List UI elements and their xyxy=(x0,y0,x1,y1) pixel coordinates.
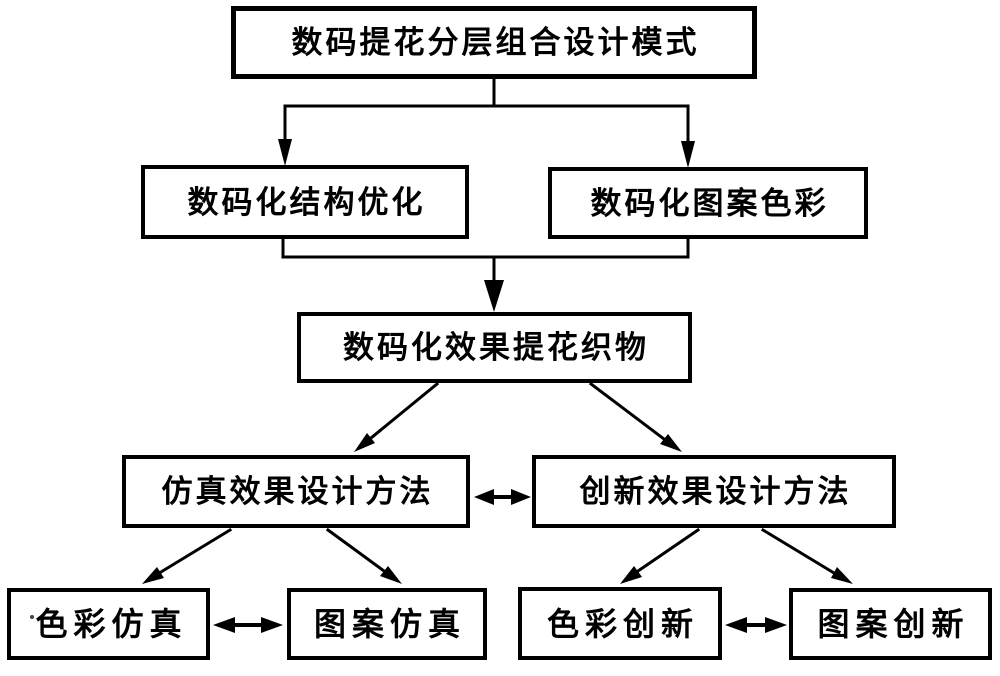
node-pattern-color-label: 数码化图案色彩 xyxy=(590,185,829,221)
arrowhead-icon xyxy=(380,566,402,584)
node-pattern-simulation: 图案仿真 xyxy=(287,588,487,660)
arrowhead-left-icon xyxy=(474,489,494,505)
node-root-label: 数码提花分层组合设计模式 xyxy=(291,25,700,60)
node-structure-label: 数码化结构优化 xyxy=(187,184,426,220)
edge-simulation-to-pattern-sim xyxy=(325,527,402,584)
edge-innovation-to-color-inno xyxy=(620,527,701,584)
arrowhead-right-icon xyxy=(511,489,531,505)
edge-simulation-to-color-sim xyxy=(142,527,233,584)
node-simulation-method-label: 仿真效果设计方法 xyxy=(161,474,434,509)
node-root: 数码提花分层组合设计模式 xyxy=(231,6,757,79)
arrowhead-right-icon xyxy=(261,617,283,633)
arrowhead-left-icon xyxy=(213,617,235,633)
node-innovation-method: 创新效果设计方法 xyxy=(532,455,896,528)
arrowhead-down-icon xyxy=(484,280,504,312)
node-pattern-innovation: 图案创新 xyxy=(789,588,992,660)
node-fabric-label: 数码化效果提花织物 xyxy=(343,330,649,365)
node-fabric: 数码化效果提花织物 xyxy=(297,312,692,383)
node-pattern-color: 数码化图案色彩 xyxy=(548,167,868,239)
node-pattern-innovation-label: 图案创新 xyxy=(817,606,970,642)
arrowhead-right-icon xyxy=(765,617,787,633)
arrowhead-icon xyxy=(142,567,164,584)
node-innovation-method-label: 创新效果设计方法 xyxy=(579,474,852,509)
arrowhead-down-icon xyxy=(278,139,292,166)
edge-color-inno-pattern-inno-double-arrow xyxy=(725,617,787,633)
arrowhead-icon xyxy=(354,433,375,452)
edge-simulation-innovation-double-arrow xyxy=(474,489,531,505)
node-color-innovation: 色彩创新 xyxy=(518,587,722,660)
arrowhead-down-icon xyxy=(681,141,695,168)
arrowhead-icon xyxy=(831,567,853,584)
arrowhead-icon xyxy=(660,434,682,452)
node-color-innovation-label: 色彩创新 xyxy=(546,605,699,642)
edge-innovation-to-pattern-inno xyxy=(760,527,853,584)
arrowhead-icon xyxy=(620,566,642,584)
edge-root-to-level2 xyxy=(278,77,695,168)
edge-color-sim-pattern-sim-double-arrow xyxy=(213,617,283,633)
node-color-simulation: 色彩仿真 xyxy=(7,588,210,660)
node-simulation-method: 仿真效果设计方法 xyxy=(122,455,470,528)
ink-speck xyxy=(30,615,34,619)
node-color-simulation-label: 色彩仿真 xyxy=(35,606,188,642)
node-structure: 数码化结构优化 xyxy=(141,165,469,239)
edge-level2-to-fabric xyxy=(281,237,690,312)
arrowhead-left-icon xyxy=(725,617,747,633)
edge-fabric-to-simulation xyxy=(354,381,440,452)
edge-fabric-to-innovation xyxy=(588,381,682,452)
node-pattern-simulation-label: 图案仿真 xyxy=(313,606,466,642)
